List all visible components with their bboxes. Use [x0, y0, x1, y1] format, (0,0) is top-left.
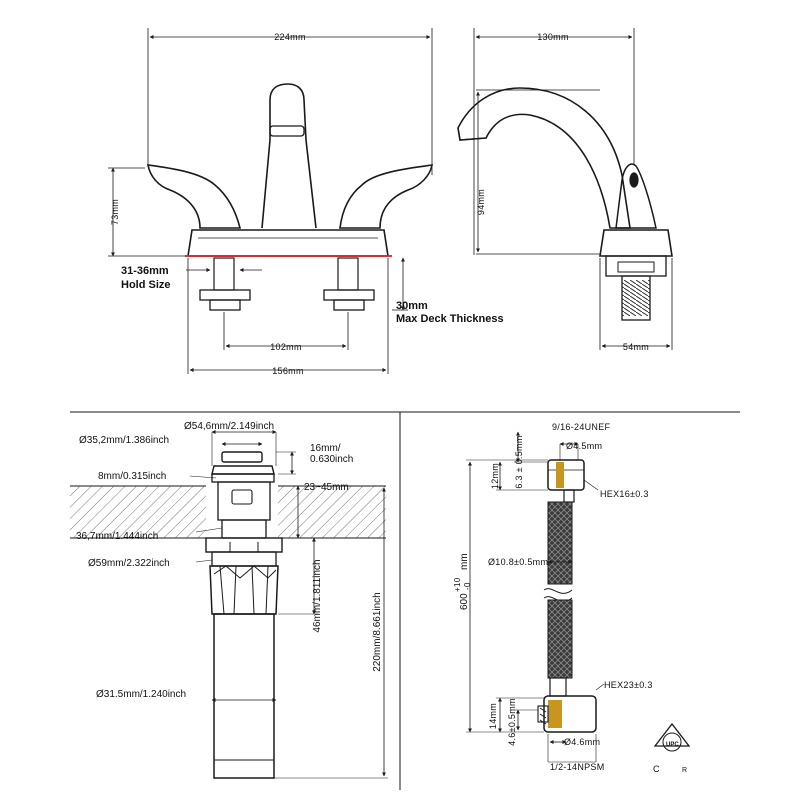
deck-thickness-label: Max Deck Thickness — [396, 313, 504, 325]
tail-diameter-label: Ø31.5mm/1.240inch — [96, 689, 186, 700]
center-spacing-label: 102mm — [270, 342, 302, 352]
faucet-front-view — [108, 28, 433, 374]
hole-size-label: Hold Size — [121, 279, 171, 291]
bottom-hex-label: HEX23±0.3 — [604, 680, 653, 690]
cap-diameter-label: Ø54,6mm/2.149inch — [184, 421, 274, 432]
hose-length-unit: mm — [459, 553, 470, 570]
total-length-label: 220mm/8.661inch — [372, 592, 383, 672]
side-height-label: 94mm — [476, 189, 486, 215]
hose-diameter-label: Ø10.8±0.5mm — [488, 557, 548, 567]
front-height-label: 73mm — [110, 199, 120, 225]
hose-length-label: 600 +10 -0 mm — [453, 553, 472, 610]
overall-width-label: 224mm — [274, 32, 306, 42]
base-width-label: 156mm — [272, 366, 304, 376]
upc-right-letter: R — [682, 767, 687, 774]
nut-diameter-label: Ø59mm/2.322inch — [88, 558, 170, 569]
top-nut-height-label: 12mm — [490, 463, 500, 489]
top-insert-label: 6.3 ± 0.5mm — [514, 435, 524, 488]
deck-thickness-value: 30mm — [396, 300, 428, 312]
water-supply-hose — [466, 431, 605, 763]
top-bore-label: Ø4.5mm — [566, 441, 602, 451]
top-thread-label: 9/16-24UNEF — [552, 422, 611, 432]
cap-inner-diameter-label: Ø35,2mm/1.386inch — [79, 435, 169, 446]
top-hex-label: HEX16±0.3 — [600, 489, 649, 499]
upc-certification-mark — [653, 722, 691, 752]
hose-length-tol-plus: +10 — [453, 577, 462, 592]
cap-height-label-2: 0.630inch — [310, 454, 353, 465]
hole-size-value: 31-36mm — [121, 265, 169, 277]
hose-length-tol-minus: -0 — [463, 582, 472, 590]
reach-label: 130mm — [537, 32, 569, 42]
thread-length-label: 46mm/1.811inch — [312, 559, 323, 632]
upc-left-letter: C — [653, 764, 660, 774]
bottom-thread-label: 1/2-14NPSM — [550, 762, 605, 772]
upc-text: UPC — [666, 742, 679, 748]
bottom-nut-height-label: 14mm — [488, 703, 498, 729]
neck-diameter-label: 36,7mm/1.444inch — [76, 531, 158, 542]
hose-length-value: 600 — [459, 593, 470, 610]
base-depth-label: 54mm — [623, 342, 649, 352]
cap-height-label-1: 16mm/ — [310, 443, 341, 454]
bottom-insert-label: 4.6±0.5mm — [507, 698, 517, 746]
bottom-bore-label: Ø4.6mm — [564, 737, 600, 747]
deck-range-label: 23~45mm — [304, 482, 349, 493]
faucet-side-view — [457, 28, 673, 350]
drain-assembly — [70, 430, 388, 779]
flange-height-label: 8mm/0.315inch — [98, 471, 166, 482]
